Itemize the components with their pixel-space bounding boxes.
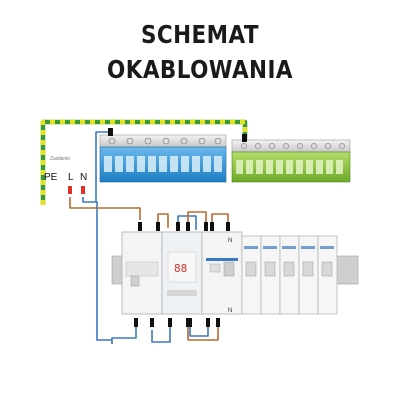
n-marking-bottom: N: [228, 308, 232, 314]
supply-note: Zasilanie: [50, 156, 70, 162]
mcb-group: [241, 235, 338, 315]
pe-busbar: [231, 139, 351, 183]
diagram-title-line2: OKABLOWANIA: [107, 55, 293, 84]
terminal-pin-l: [68, 186, 72, 194]
pe-bus-clamps: [236, 160, 343, 174]
neutral-bus-screws: [108, 137, 222, 145]
live-wires: [69, 197, 229, 341]
n-marking-top: N: [228, 238, 232, 244]
terminal-label-pe: PE: [44, 172, 58, 183]
neutral-wires: [82, 131, 209, 344]
connector-tips: [108, 128, 247, 327]
neutral-busbar: [99, 134, 227, 183]
terminal-label-n: N: [80, 172, 87, 183]
control-module: 88: [161, 231, 203, 315]
neutral-bus-clamps: [104, 156, 222, 172]
supply-terminals: Zasilanie PE L N: [44, 156, 87, 194]
pe-wire: [40, 119, 248, 205]
main-switch: [121, 231, 163, 315]
pe-bus-screws: [241, 143, 345, 149]
rcd-module: [201, 231, 243, 315]
breaker-row: 88 N N: [121, 231, 338, 315]
terminal-pin-n: [81, 186, 85, 194]
terminal-label-l: L: [68, 172, 74, 183]
svg-text:88: 88: [174, 262, 187, 275]
diagram-title-line1: SCHEMAT: [140, 20, 259, 49]
